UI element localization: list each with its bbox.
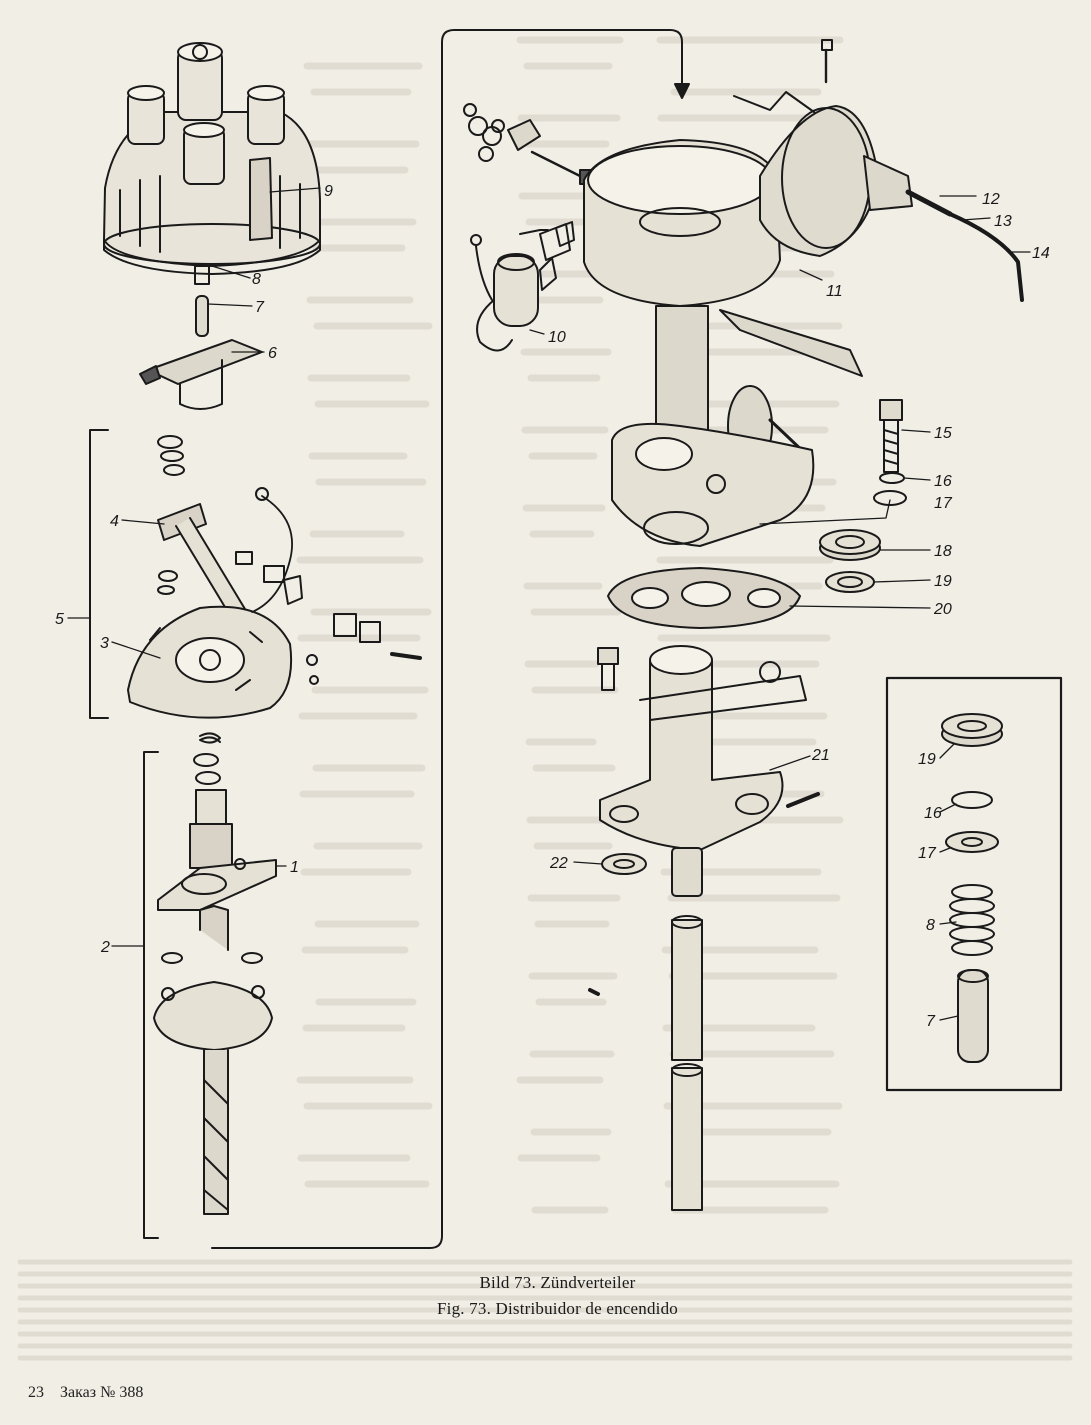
rotor-part-6	[139, 339, 263, 410]
spring-washer-part-16	[879, 472, 905, 484]
drive-gear-and-plate	[611, 385, 815, 547]
bolt-short	[597, 647, 619, 691]
label-8: 8	[252, 271, 261, 288]
label-19: 19	[934, 573, 952, 590]
label-9: 9	[324, 183, 333, 200]
label-3: 3	[100, 635, 109, 652]
bracket-5	[89, 429, 109, 719]
seal-ring-part-19	[825, 571, 875, 593]
gasket-part-20	[607, 567, 801, 629]
inset-label-7: 7	[926, 1013, 936, 1030]
washer-part-22	[601, 853, 647, 875]
distributor-housing-part-11	[539, 39, 1024, 447]
inset-label-8: 8	[926, 917, 935, 934]
inset-label-16: 16	[924, 805, 942, 822]
label-17: 17	[934, 495, 953, 512]
label-4: 4	[110, 513, 119, 530]
terminal-hardware	[463, 103, 595, 185]
label-2: 2	[100, 939, 110, 956]
label-22: 22	[549, 855, 568, 872]
carbon-brush-part-7	[195, 295, 209, 337]
print-order-number: Заказ № 388	[60, 1384, 144, 1401]
label-11: 11	[826, 283, 843, 300]
distributor-shaft-part-2	[153, 905, 273, 1215]
adapter-housing-part-21	[599, 645, 820, 851]
label-16: 16	[934, 473, 952, 490]
callout-numbers: 9 8 7 6 4 5 3 2 1 10 11 12 13 14 15 16 1…	[55, 183, 1050, 1030]
label-5: 5	[55, 611, 64, 628]
label-6: 6	[268, 345, 277, 362]
label-20: 20	[933, 601, 952, 618]
inset-seal-ring-19	[941, 713, 1003, 747]
shaft-housing-part-1	[157, 753, 277, 911]
figure-caption-spanish: Fig. 73. Distribuidor de encendido	[437, 1299, 678, 1318]
spring-part-8-left	[199, 732, 221, 744]
breaker-arm-part-4	[157, 435, 249, 623]
bolt-part-15	[879, 399, 903, 473]
label-7: 7	[255, 299, 265, 316]
flat-washer-part-17	[873, 490, 907, 506]
label-13: 13	[994, 213, 1012, 230]
inset-flat-washer-17	[945, 831, 999, 853]
label-12: 12	[982, 191, 1000, 208]
breaker-plate-part-3	[127, 487, 422, 719]
page-number: 23	[28, 1384, 44, 1401]
inset-spring-8	[949, 884, 995, 956]
drive-shaft	[588, 847, 703, 1211]
label-18: 18	[934, 543, 952, 560]
inset-label-17: 17	[918, 845, 937, 862]
distributor-cap-part-9	[103, 42, 321, 285]
label-15: 15	[934, 425, 952, 442]
inset-spring-washer-16	[951, 791, 993, 809]
bracket-2	[143, 751, 159, 1239]
leader-lines	[67, 187, 1031, 1021]
seal-ring-part-18	[819, 529, 881, 561]
assembly-flow-bracket	[211, 29, 690, 1249]
figure-caption-german: Bild 73. Zündverteiler	[479, 1273, 636, 1292]
label-1: 1	[290, 859, 299, 876]
label-10: 10	[548, 329, 566, 346]
page-footer: 23 Заказ № 388	[28, 1384, 143, 1402]
label-14: 14	[1032, 245, 1050, 262]
inset-carbon-brush-7	[957, 969, 989, 1063]
label-21: 21	[811, 747, 830, 764]
detail-inset-frame	[885, 676, 1063, 1092]
inset-label-19: 19	[918, 751, 936, 768]
